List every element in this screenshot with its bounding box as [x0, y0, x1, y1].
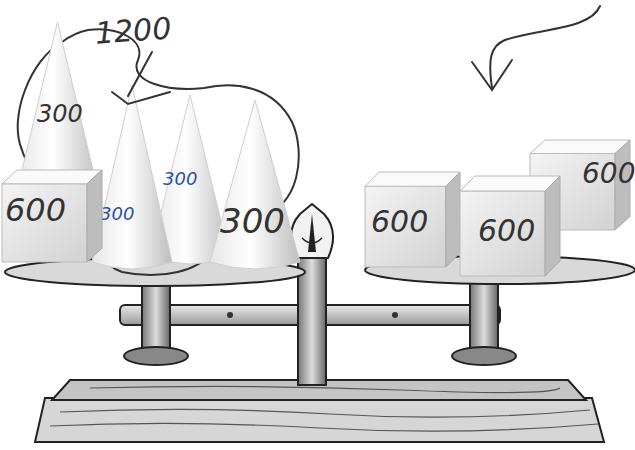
weight-value: 300	[37, 102, 83, 126]
cube-front	[365, 186, 446, 267]
cone-body	[92, 85, 172, 269]
cone-body	[210, 100, 300, 269]
weight-value: 300	[100, 205, 134, 223]
total-weight: 1200	[94, 13, 172, 48]
cube-weight: 600	[460, 176, 560, 276]
beam-rivet	[392, 312, 398, 318]
cube-side	[446, 172, 460, 267]
cone-outline	[210, 100, 300, 270]
cone-weight: 300	[210, 100, 300, 270]
cube-top	[2, 170, 102, 184]
cube-weight: 600	[365, 172, 460, 267]
beam-rivet	[227, 312, 233, 318]
cone-outline	[92, 85, 172, 270]
leader-line	[112, 52, 170, 104]
weight-value: 600	[478, 216, 535, 246]
weight-value: 300	[220, 204, 285, 238]
cube-side	[87, 170, 102, 262]
pointer-frame	[291, 204, 333, 258]
cube-top	[530, 140, 630, 154]
arrow-head	[472, 60, 512, 90]
pointer-needle	[308, 214, 316, 252]
weight-value: 600	[371, 207, 428, 237]
cube-weight: 600	[2, 170, 102, 262]
wood-grain	[50, 386, 598, 431]
weight-value: 300	[163, 170, 197, 188]
pan-foot	[124, 347, 188, 365]
pan-foot	[452, 347, 516, 365]
cube-top	[365, 172, 460, 186]
hand-arrow	[490, 6, 600, 88]
cube-front	[2, 184, 87, 262]
scale-base	[35, 398, 604, 442]
cube-side	[545, 176, 560, 276]
cube-front	[460, 191, 545, 276]
cube-top	[460, 176, 560, 191]
weight-value: 600	[5, 194, 66, 226]
pointer-scale	[302, 238, 322, 243]
cone-weight: 300	[92, 85, 172, 270]
weight-value: 600	[582, 160, 635, 188]
